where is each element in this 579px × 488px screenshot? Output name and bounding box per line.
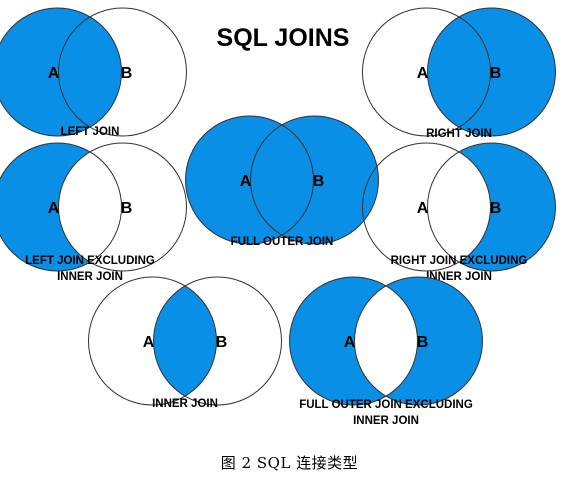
- venn-right-join: A B RIGHT JOIN: [362, 7, 556, 140]
- set-b-letter: B: [216, 334, 228, 351]
- venn-inner-join: A B INNER JOIN: [88, 276, 282, 410]
- venn-fill-region: [427, 8, 556, 136]
- set-b-circle: [427, 142, 556, 272]
- set-a-letter: A: [48, 200, 60, 217]
- join-label: FULL OUTER JOIN: [231, 236, 334, 248]
- venn-full-outer-join-excluding-inner-join: A B FULL OUTER JOIN EXCLUDING INNER JOIN: [289, 276, 483, 427]
- set-a-letter: A: [417, 65, 429, 82]
- set-b-circle: [58, 7, 187, 137]
- set-b-letter: B: [121, 65, 133, 82]
- join-label: INNER JOIN: [426, 271, 492, 283]
- join-label: LEFT JOIN: [61, 126, 120, 138]
- venn-full-outer-join: A B FULL OUTER JOIN: [185, 115, 379, 248]
- set-a-circle: [0, 7, 122, 137]
- venn-fill-region: [289, 277, 483, 405]
- set-b-letter: B: [490, 200, 502, 217]
- set-a-circle: [362, 142, 491, 272]
- set-b-letter: B: [313, 173, 325, 190]
- set-a-circle: [185, 115, 314, 245]
- set-a-circle: [362, 7, 491, 137]
- join-label: LEFT JOIN EXCLUDING: [25, 255, 155, 267]
- set-a-letter: A: [417, 200, 429, 217]
- join-label: FULL OUTER JOIN EXCLUDING: [299, 399, 473, 411]
- venn-left-join-excluding-inner-join: A B LEFT JOIN EXCLUDING INNER JOIN: [0, 142, 187, 283]
- set-b-letter: B: [490, 65, 502, 82]
- set-a-circle: [0, 142, 122, 272]
- join-label: INNER JOIN: [353, 415, 419, 427]
- set-a-letter: A: [344, 334, 356, 351]
- joins-layer: A B LEFT JOIN A B RIGHT JOIN A B FULL OUTER JOIN…: [0, 7, 556, 427]
- set-a-letter: A: [143, 334, 155, 351]
- venn-fill-region: [153, 277, 217, 405]
- set-b-circle: [354, 276, 483, 406]
- venn-fill-region: [185, 116, 379, 244]
- venn-fill-region: [427, 143, 556, 271]
- set-b-letter: B: [417, 334, 429, 351]
- join-label: INNER JOIN: [57, 271, 123, 283]
- set-b-circle: [153, 276, 282, 406]
- set-b-circle: [250, 115, 379, 245]
- venn-left-join: A B LEFT JOIN: [0, 7, 187, 138]
- join-label: RIGHT JOIN: [426, 128, 492, 140]
- venn-fill-region: [0, 143, 122, 271]
- set-a-circle: [289, 276, 418, 406]
- join-label: INNER JOIN: [152, 398, 218, 410]
- join-label: RIGHT JOIN EXCLUDING: [391, 255, 528, 267]
- venn-fill-region: [0, 8, 122, 136]
- set-a-circle: [88, 276, 217, 406]
- set-a-letter: A: [48, 65, 60, 82]
- set-a-letter: A: [240, 173, 252, 190]
- set-b-circle: [427, 7, 556, 137]
- diagram-title: SQL JOINS: [217, 24, 350, 52]
- venn-right-join-excluding-inner-join: A B RIGHT JOIN EXCLUDING INNER JOIN: [362, 142, 556, 283]
- set-b-letter: B: [121, 200, 133, 217]
- figure-caption: 图 2 SQL 连接类型: [220, 454, 359, 472]
- set-b-circle: [58, 142, 187, 272]
